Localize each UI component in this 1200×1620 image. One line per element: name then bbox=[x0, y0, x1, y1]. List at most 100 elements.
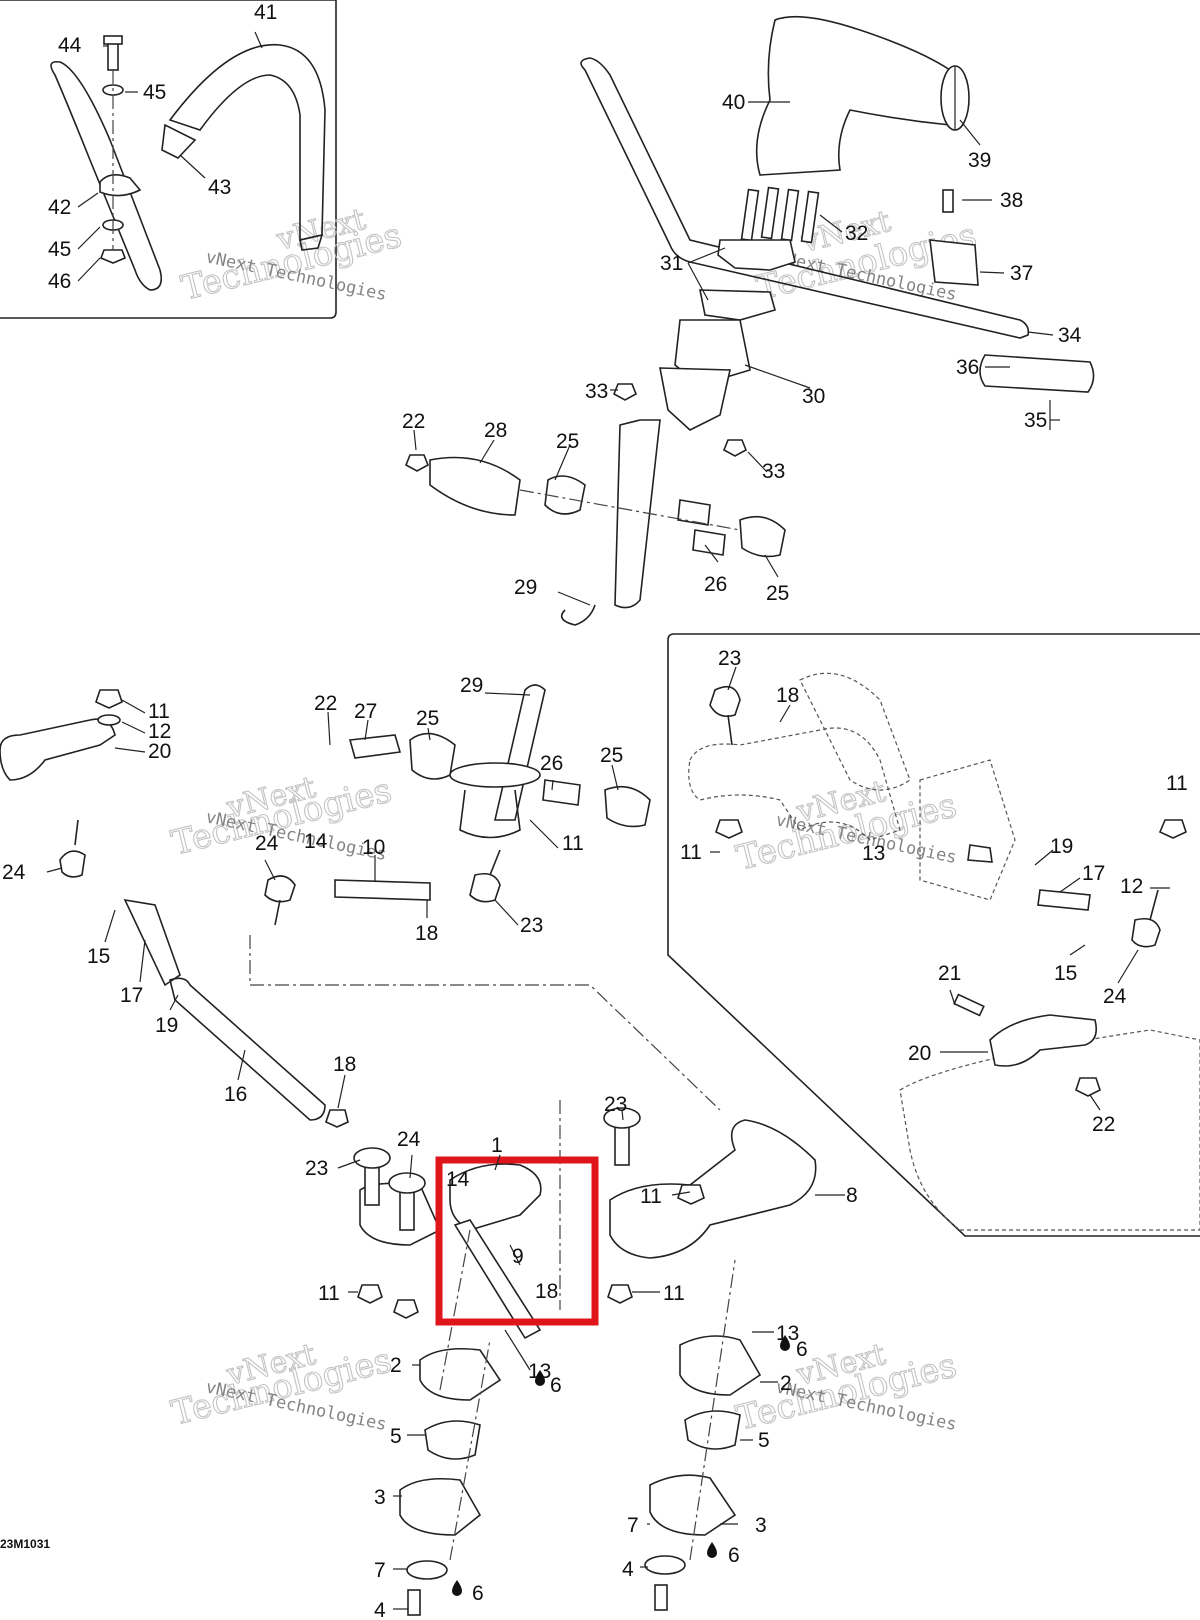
handlebar-assembly bbox=[404, 15, 1095, 626]
callout-46: 46 bbox=[48, 270, 71, 293]
callout-23: 23 bbox=[520, 914, 543, 937]
inset-handlebar-guard bbox=[50, 35, 326, 291]
callout-5: 5 bbox=[390, 1425, 402, 1448]
callout-36: 36 bbox=[956, 356, 979, 379]
callout-38: 38 bbox=[1000, 189, 1023, 212]
highlight-frame-part-9 bbox=[435, 1156, 599, 1326]
callout-12: 12 bbox=[148, 720, 171, 743]
callout-18: 18 bbox=[535, 1280, 558, 1303]
callout-28: 28 bbox=[484, 419, 507, 442]
callout-6: 6 bbox=[796, 1338, 808, 1361]
callout-21: 21 bbox=[938, 962, 961, 985]
callout-5: 5 bbox=[758, 1429, 770, 1452]
callout-26: 26 bbox=[704, 573, 727, 596]
callout-26: 26 bbox=[540, 752, 563, 775]
callout-45: 45 bbox=[48, 238, 71, 261]
callout-1: 1 bbox=[491, 1134, 503, 1157]
callout-2: 2 bbox=[390, 1354, 402, 1377]
callout-9: 9 bbox=[512, 1245, 524, 1268]
callout-20: 20 bbox=[908, 1042, 931, 1065]
callout-25: 25 bbox=[766, 582, 789, 605]
callout-7: 7 bbox=[627, 1514, 639, 1537]
inset-frame-right bbox=[667, 633, 1200, 1237]
oil-drop-icon bbox=[452, 1580, 462, 1596]
callout-22: 22 bbox=[402, 410, 425, 433]
callout-11: 11 bbox=[680, 841, 702, 864]
callout-17: 17 bbox=[1082, 862, 1105, 885]
oil-drop-icon bbox=[707, 1542, 717, 1558]
callout-44: 44 bbox=[58, 34, 82, 57]
steering-linkage bbox=[0, 684, 721, 1128]
callout-24: 24 bbox=[1103, 985, 1127, 1008]
callout-42: 42 bbox=[48, 196, 71, 219]
callout-43: 43 bbox=[208, 176, 231, 199]
callout-4: 4 bbox=[374, 1599, 386, 1620]
oil-drop-icon-group bbox=[452, 1335, 790, 1596]
callout-33: 33 bbox=[585, 380, 608, 403]
callout-20: 20 bbox=[148, 740, 171, 763]
callout-16: 16 bbox=[224, 1083, 247, 1106]
callout-18: 18 bbox=[333, 1053, 356, 1076]
callout-4: 4 bbox=[622, 1558, 634, 1581]
oil-drop-icon bbox=[780, 1335, 790, 1351]
callout-3: 3 bbox=[374, 1486, 386, 1509]
callout-23: 23 bbox=[718, 647, 741, 670]
watermark-group: Technologies vNext vNext Technologies Te… bbox=[167, 201, 981, 1439]
inset-frame-top-left bbox=[0, 0, 337, 319]
callout-33: 33 bbox=[762, 460, 785, 483]
callout-24: 24 bbox=[397, 1128, 421, 1151]
callout-10: 10 bbox=[362, 836, 385, 859]
callout-23: 23 bbox=[305, 1157, 328, 1180]
callout-11: 11 bbox=[1166, 772, 1188, 795]
callout-8: 8 bbox=[846, 1184, 858, 1207]
callout-11: 11 bbox=[562, 832, 584, 855]
callout-11: 11 bbox=[318, 1282, 340, 1305]
callout-2: 2 bbox=[780, 1372, 792, 1395]
callout-6: 6 bbox=[728, 1544, 740, 1567]
callout-25: 25 bbox=[600, 744, 623, 767]
callout-19: 19 bbox=[1050, 835, 1073, 858]
callout-7: 7 bbox=[374, 1559, 386, 1582]
callout-29: 29 bbox=[514, 576, 537, 599]
callout-35: 35 bbox=[1024, 409, 1047, 432]
callout-39: 39 bbox=[968, 149, 991, 172]
callout-45: 45 bbox=[143, 81, 166, 104]
callout-13: 13 bbox=[776, 1322, 799, 1345]
bracket-assembly bbox=[353, 1100, 817, 1616]
callout-15: 15 bbox=[87, 945, 110, 968]
callout-41: 41 bbox=[254, 1, 277, 24]
callout-23: 23 bbox=[604, 1093, 627, 1116]
callout-24: 24 bbox=[255, 832, 279, 855]
callout-25: 25 bbox=[556, 430, 579, 453]
callout-11: 11 bbox=[663, 1282, 685, 1305]
callout-3: 3 bbox=[755, 1514, 767, 1537]
callout-13: 13 bbox=[528, 1360, 551, 1383]
callout-22: 22 bbox=[1092, 1113, 1115, 1136]
callout-25: 25 bbox=[416, 707, 439, 730]
callout-29: 29 bbox=[460, 674, 483, 697]
callout-34: 34 bbox=[1058, 324, 1082, 347]
callout-6: 6 bbox=[550, 1374, 562, 1397]
callout-40: 40 bbox=[722, 91, 745, 114]
callout-18: 18 bbox=[776, 684, 799, 707]
callout-11: 11 bbox=[148, 700, 170, 723]
callout-19: 19 bbox=[155, 1014, 178, 1037]
callout-30: 30 bbox=[802, 385, 825, 408]
callout-14: 14 bbox=[304, 830, 328, 853]
callout-27: 27 bbox=[354, 700, 377, 723]
leader-lines bbox=[46, 31, 1170, 1610]
callout-11: 11 bbox=[640, 1185, 662, 1208]
diagram-code: 23M1031 bbox=[0, 1537, 50, 1551]
callout-17: 17 bbox=[120, 984, 143, 1007]
oil-drop-icon bbox=[535, 1370, 545, 1386]
callout-15: 15 bbox=[1054, 962, 1077, 985]
callout-6: 6 bbox=[472, 1582, 484, 1605]
callout-37: 37 bbox=[1010, 262, 1033, 285]
callout-14: 14 bbox=[446, 1168, 470, 1191]
callout-13: 13 bbox=[862, 842, 885, 865]
callout-32: 32 bbox=[845, 222, 868, 245]
inset-linkage-right bbox=[688, 672, 1200, 1231]
callout-24: 24 bbox=[2, 861, 26, 884]
